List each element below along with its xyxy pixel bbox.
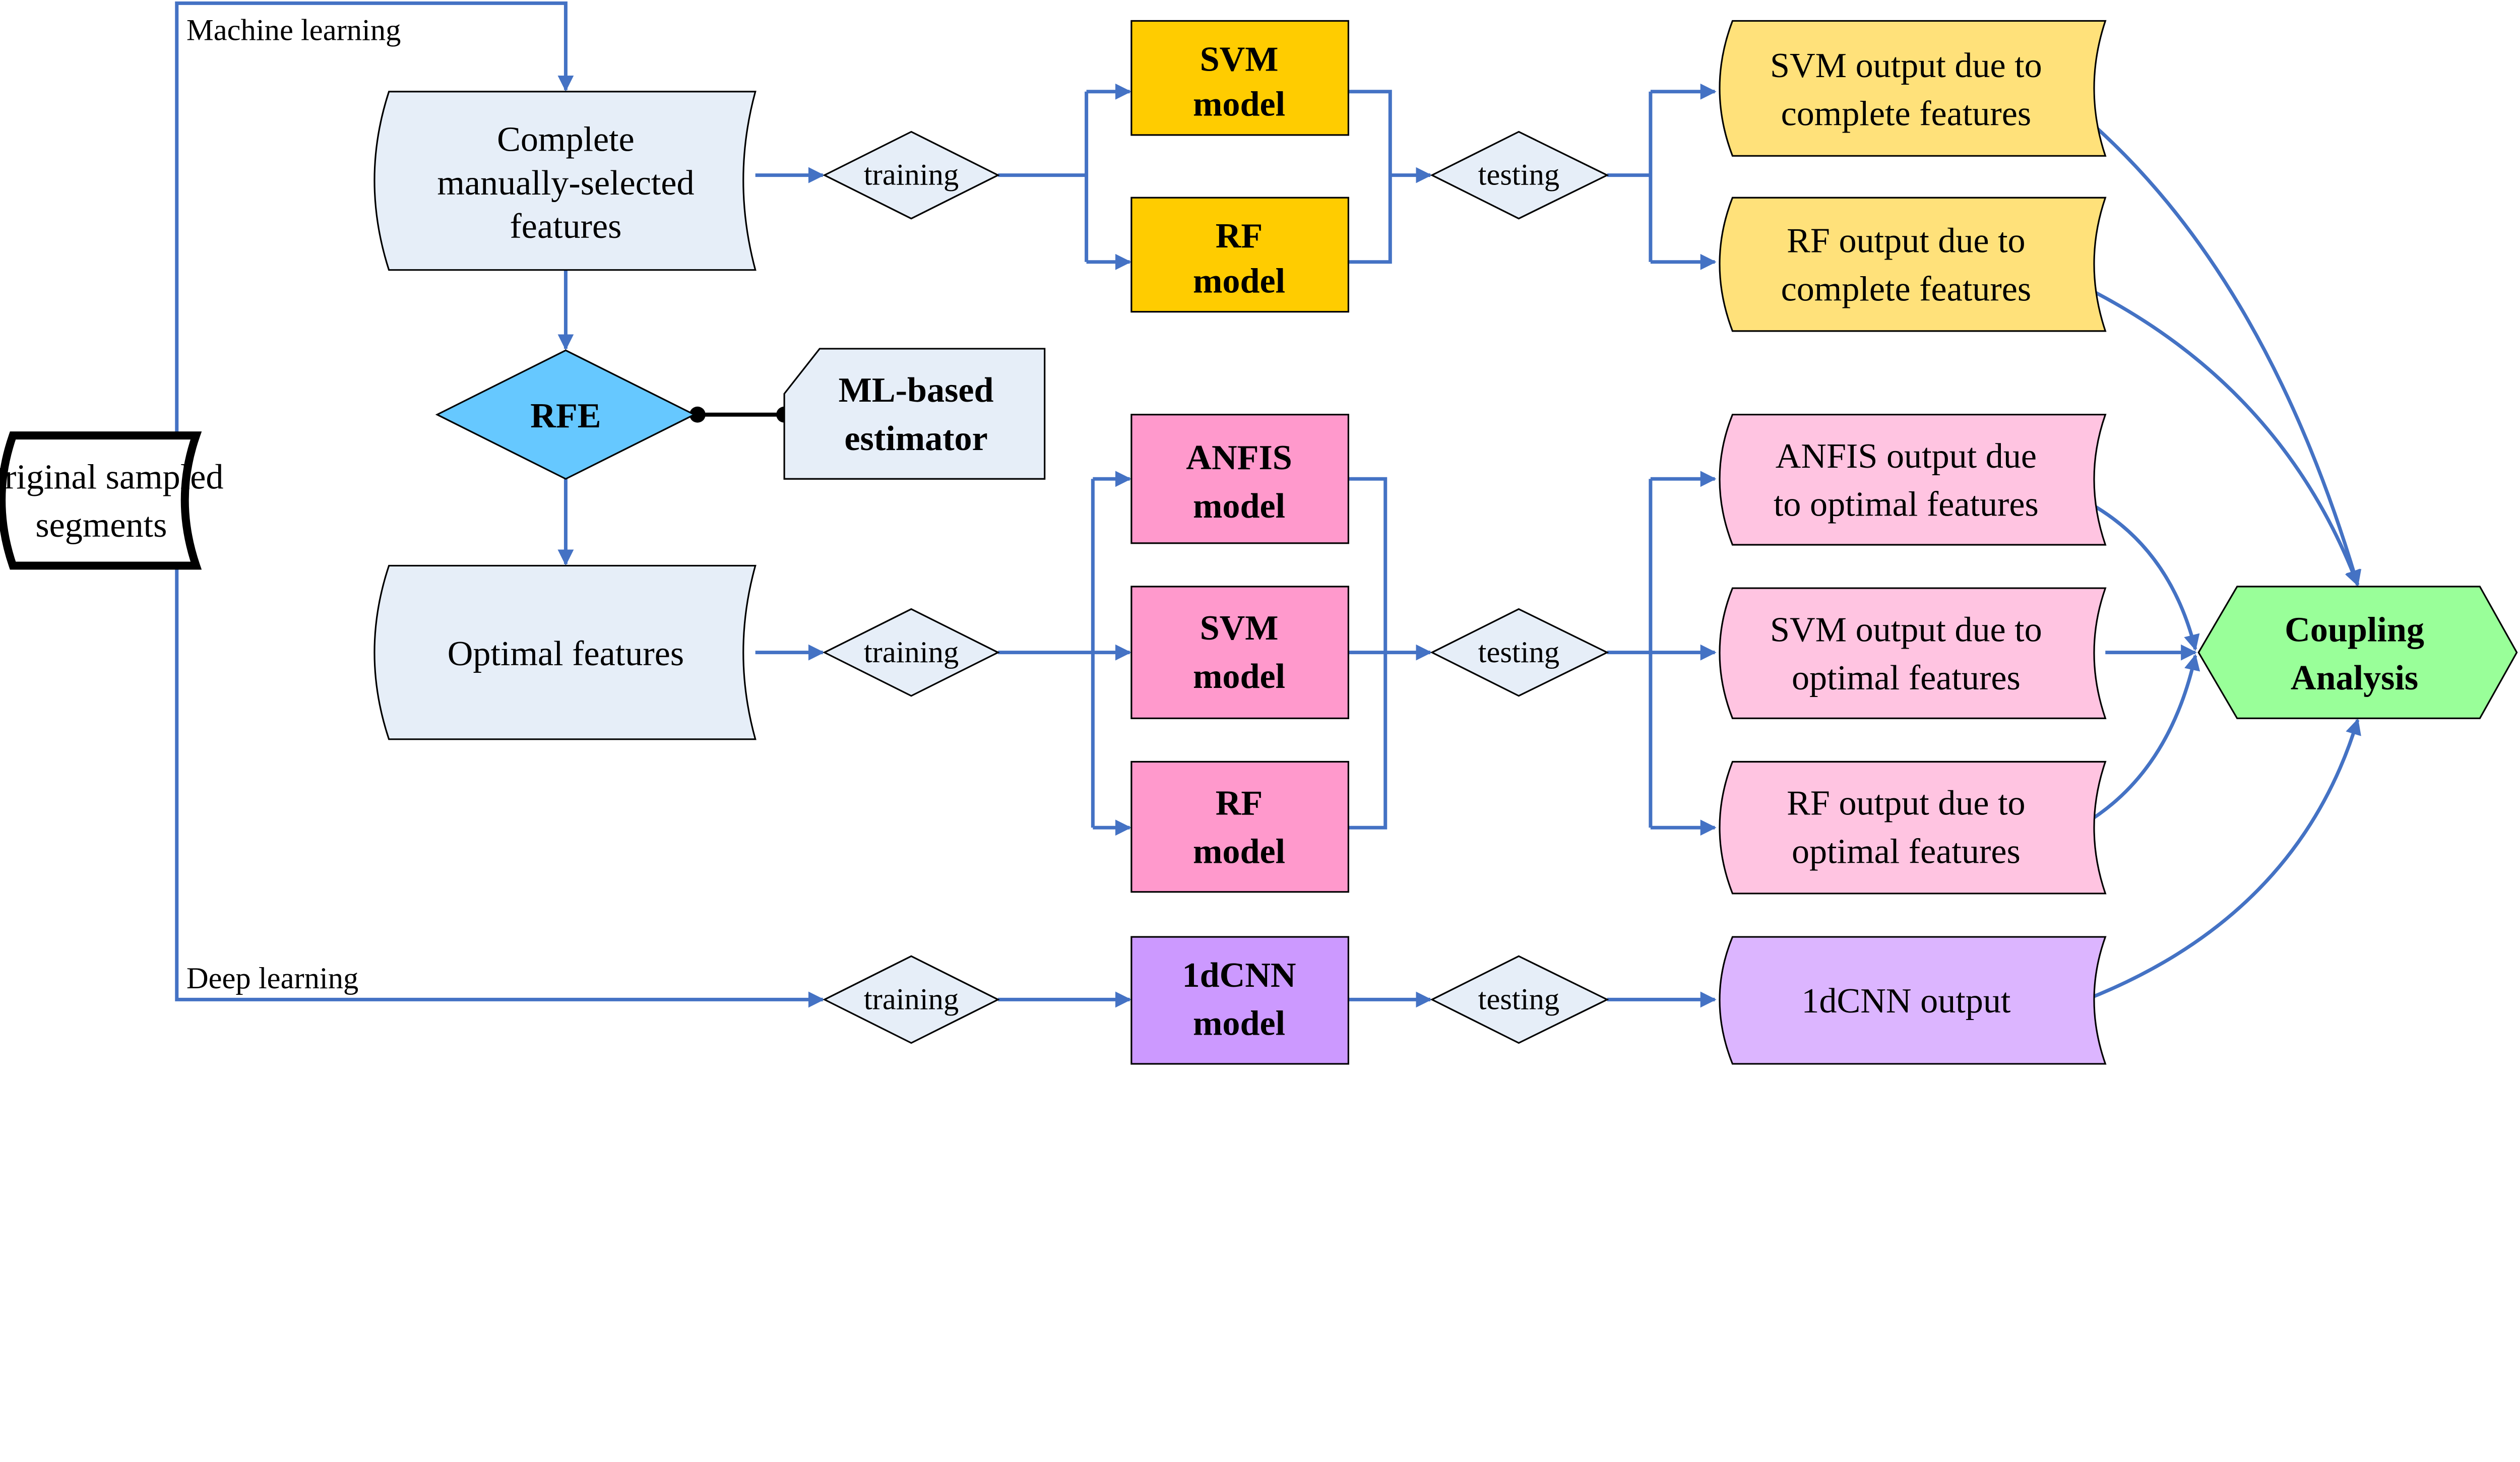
svg-text:training: training (864, 983, 959, 1016)
edge-dl-branch (175, 565, 825, 1008)
svg-text:testing: testing (1478, 635, 1560, 669)
node-testing-1: testing (1430, 131, 1609, 220)
svg-text:1dCNN output: 1dCNN output (1801, 981, 2011, 1021)
edge-models2-merge (1348, 477, 1388, 830)
svg-text:features: features (510, 207, 621, 246)
node-svm-output-complete: SVM output due to complete features (1719, 20, 2107, 157)
node-testing-3: testing (1430, 955, 1609, 1044)
node-1dcnn-model: 1dCNN model (1130, 936, 1349, 1065)
node-rf-output-complete: RF output due to complete features (1719, 197, 2107, 332)
coupling-label-line-2: Analysis (2291, 658, 2418, 697)
node-svm-output-optimal: SVM output due to optimal features (1719, 587, 2107, 719)
svg-text:Original sampled: Original sampled (0, 457, 223, 496)
node-anfis-output-optimal: ANFIS output due to optimal features (1719, 414, 2107, 546)
svg-text:RFE: RFE (530, 396, 601, 435)
edge-training2-split (998, 479, 1095, 828)
svg-text:Optimal features: Optimal features (448, 634, 684, 673)
edge-rfout1-coupling (2082, 284, 2360, 587)
edge-testing1-split (1607, 91, 1653, 262)
node-svm-model-2: SVM model (1130, 586, 1349, 719)
svg-text:model: model (1193, 657, 1285, 696)
svg-text:Complete: Complete (497, 120, 635, 159)
svg-text:ANFIS output due: ANFIS output due (1776, 436, 2037, 476)
connector-dot (689, 406, 706, 423)
svg-text:estimator: estimator (844, 419, 987, 458)
node-original-segments: Original sampled segments (0, 431, 223, 570)
node-optimal-features: Optimal features (373, 564, 757, 740)
node-svm-model-1: SVM model (1130, 20, 1349, 136)
svg-text:optimal features: optimal features (1792, 832, 2021, 871)
node-testing-2: testing (1430, 608, 1609, 697)
svg-text:RF: RF (1216, 784, 1263, 823)
svg-text:RF output due to: RF output due to (1787, 784, 2025, 823)
edge-ml-branch (175, 1, 574, 436)
node-rf-output-optimal: RF output due to optimal features (1719, 760, 2107, 895)
node-rfe: RFE (435, 349, 697, 480)
svg-text:model: model (1193, 85, 1285, 124)
svg-text:testing: testing (1478, 983, 1560, 1016)
svg-text:RF output due to: RF output due to (1787, 221, 2025, 261)
svg-text:1dCNN: 1dCNN (1182, 956, 1296, 995)
edge-training-split (998, 91, 1089, 262)
svg-text:manually-selected: manually-selected (437, 163, 694, 203)
svg-text:SVM output due to: SVM output due to (1770, 610, 2042, 649)
svg-text:segments: segments (35, 505, 167, 545)
svg-text:model: model (1193, 1004, 1285, 1043)
svg-text:model: model (1193, 486, 1285, 526)
node-1dcnn-output: 1dCNN output (1719, 936, 2107, 1065)
node-ml-based-estimator: ML-based estimator (783, 348, 1046, 480)
svg-text:testing: testing (1478, 158, 1560, 192)
svg-text:ML-based: ML-based (839, 370, 994, 410)
svg-text:RF: RF (1216, 216, 1263, 256)
edge-rfout2-coupling (2085, 654, 2200, 824)
node-rf-model-2: RF model (1130, 760, 1349, 893)
edge-models1-merge (1348, 90, 1392, 264)
node-training-1: training (823, 131, 1000, 220)
svg-text:SVM: SVM (1200, 39, 1279, 79)
svg-text:training: training (864, 158, 959, 192)
svg-text:SVM output due to: SVM output due to (1770, 46, 2042, 85)
node-coupling-analysis: Coupling Analysis (2197, 586, 2518, 719)
svg-text:model: model (1193, 832, 1285, 871)
edge-testing2-split (1607, 479, 1653, 828)
svg-text:complete features: complete features (1781, 94, 2032, 134)
edges (175, 1, 2362, 1008)
node-training-3: training (823, 955, 1000, 1044)
svg-text:complete features: complete features (1781, 269, 2032, 308)
svg-text:ANFIS: ANFIS (1186, 438, 1292, 477)
flowchart: Machine learning Deep learning Original … (0, 1, 2518, 1065)
edge-svmout1-coupling (2082, 114, 2362, 587)
svg-text:SVM: SVM (1200, 608, 1279, 648)
svg-text:training: training (864, 635, 959, 669)
svg-text:model: model (1193, 261, 1285, 300)
edge-anfisout-coupling (2085, 499, 2200, 651)
node-complete-features: Complete manually-selected features (373, 91, 757, 271)
edge-cnnout-coupling (2085, 718, 2361, 1001)
deep-learning-label: Deep learning (186, 962, 358, 995)
machine-learning-label: Machine learning (186, 14, 401, 47)
node-training-2: training (823, 608, 1000, 697)
svg-text:to optimal features: to optimal features (1774, 485, 2039, 524)
node-rf-model-1: RF model (1130, 197, 1349, 313)
node-anfis-model: ANFIS model (1130, 414, 1349, 544)
svg-text:optimal features: optimal features (1792, 658, 2021, 697)
coupling-label-line-1: Coupling (2285, 610, 2424, 649)
